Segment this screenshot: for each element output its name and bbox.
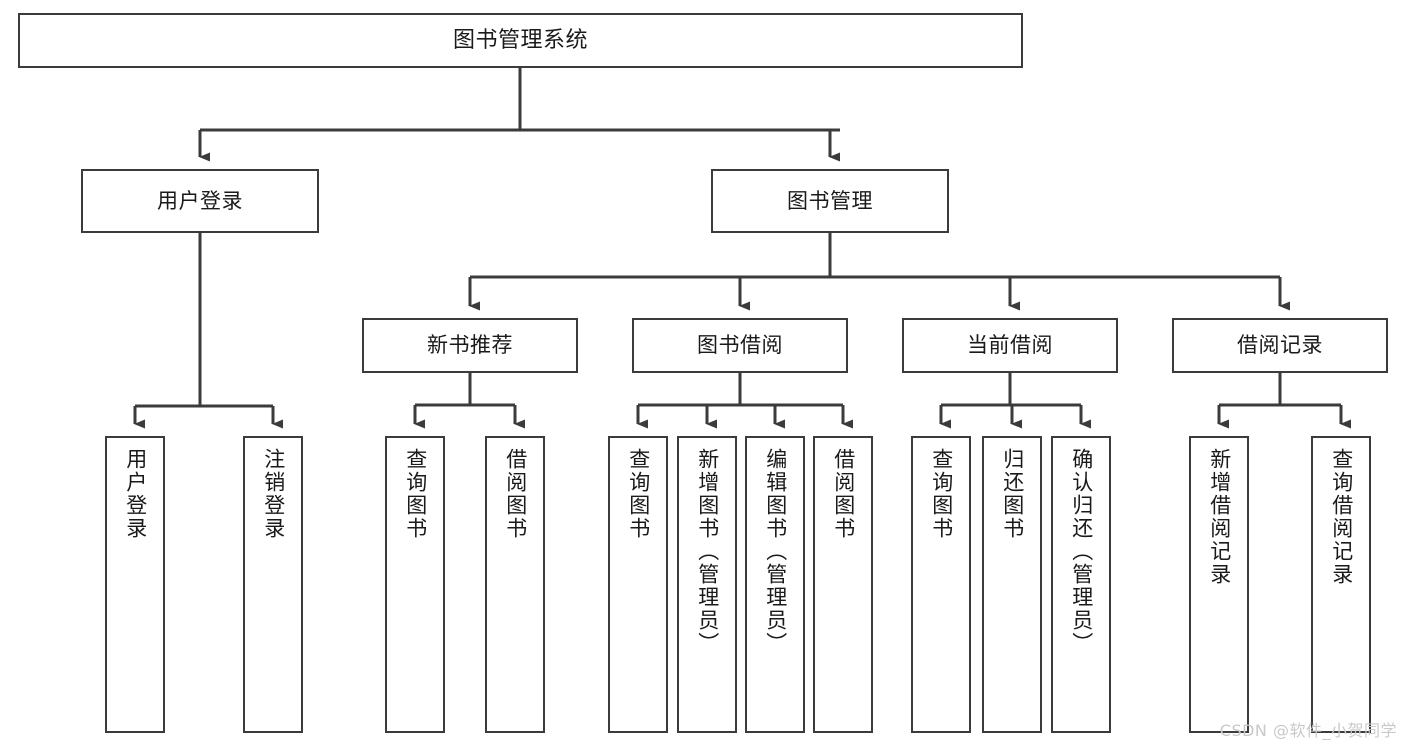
node-label: 借阅图书 — [503, 448, 528, 540]
node-label: 编辑图书（管理员） — [763, 448, 788, 655]
node-label: 借阅记录 — [1237, 333, 1323, 358]
node-current-borrow[interactable]: 当前借阅 — [902, 318, 1118, 373]
node-label: 新增图书（管理员） — [695, 448, 720, 655]
node-book-management[interactable]: 图书管理 — [711, 169, 949, 233]
node-label: 图书借阅 — [697, 333, 783, 358]
edges-borrow-to-leaves — [636, 373, 853, 429]
leaf-edit-book-admin[interactable]: 编辑图书（管理员） — [745, 436, 805, 733]
leaf-return-book[interactable]: 归还图书 — [982, 436, 1042, 733]
csdn-watermark: CSDN @软件_小贺同学 — [1219, 721, 1397, 740]
node-book-borrow[interactable]: 图书借阅 — [632, 318, 848, 373]
leaf-logout[interactable]: 注销登录 — [243, 436, 303, 733]
edges-records-to-leaves — [1217, 373, 1351, 429]
node-label: 图书管理系统 — [452, 27, 588, 53]
node-label: 归还图书 — [1000, 448, 1025, 540]
node-label: 新书推荐 — [427, 333, 513, 358]
node-label: 注销登录 — [261, 448, 286, 540]
edges-newbook-to-leaves — [413, 373, 525, 429]
node-label: 新增借阅记录 — [1207, 448, 1232, 586]
node-label: 查询图书 — [626, 448, 651, 540]
node-label: 图书管理 — [787, 188, 873, 213]
leaf-add-borrow-record[interactable]: 新增借阅记录 — [1189, 436, 1249, 733]
leaf-query-book-current[interactable]: 查询图书 — [911, 436, 971, 733]
node-user-login[interactable]: 用户登录 — [81, 169, 319, 233]
node-label: 用户登录 — [157, 188, 243, 213]
node-label: 确认归还（管理员） — [1069, 448, 1094, 655]
edges-bookmgmt-to-level3 — [468, 233, 1290, 311]
node-label: 查询图书 — [929, 448, 954, 540]
edges-userlogin-to-leaves — [133, 233, 283, 429]
leaf-borrow-book[interactable]: 借阅图书 — [813, 436, 873, 733]
leaf-query-book-recommend[interactable]: 查询图书 — [385, 436, 445, 733]
edges-root-to-level2 — [198, 68, 840, 162]
leaf-user-login[interactable]: 用户登录 — [105, 436, 165, 733]
leaf-confirm-return-admin[interactable]: 确认归还（管理员） — [1051, 436, 1111, 733]
node-label: 查询借阅记录 — [1329, 448, 1354, 586]
node-new-book-recommend[interactable]: 新书推荐 — [362, 318, 578, 373]
node-borrow-records[interactable]: 借阅记录 — [1172, 318, 1388, 373]
leaf-query-borrow-record[interactable]: 查询借阅记录 — [1311, 436, 1371, 733]
edges-current-to-leaves — [939, 373, 1091, 429]
leaf-add-book-admin[interactable]: 新增图书（管理员） — [677, 436, 737, 733]
node-label: 借阅图书 — [831, 448, 856, 540]
node-label: 用户登录 — [123, 448, 148, 540]
node-label: 查询图书 — [403, 448, 428, 540]
leaf-borrow-book-recommend[interactable]: 借阅图书 — [485, 436, 545, 733]
leaf-query-book-borrow[interactable]: 查询图书 — [608, 436, 668, 733]
node-root-system[interactable]: 图书管理系统 — [18, 13, 1023, 68]
node-label: 当前借阅 — [967, 333, 1053, 358]
